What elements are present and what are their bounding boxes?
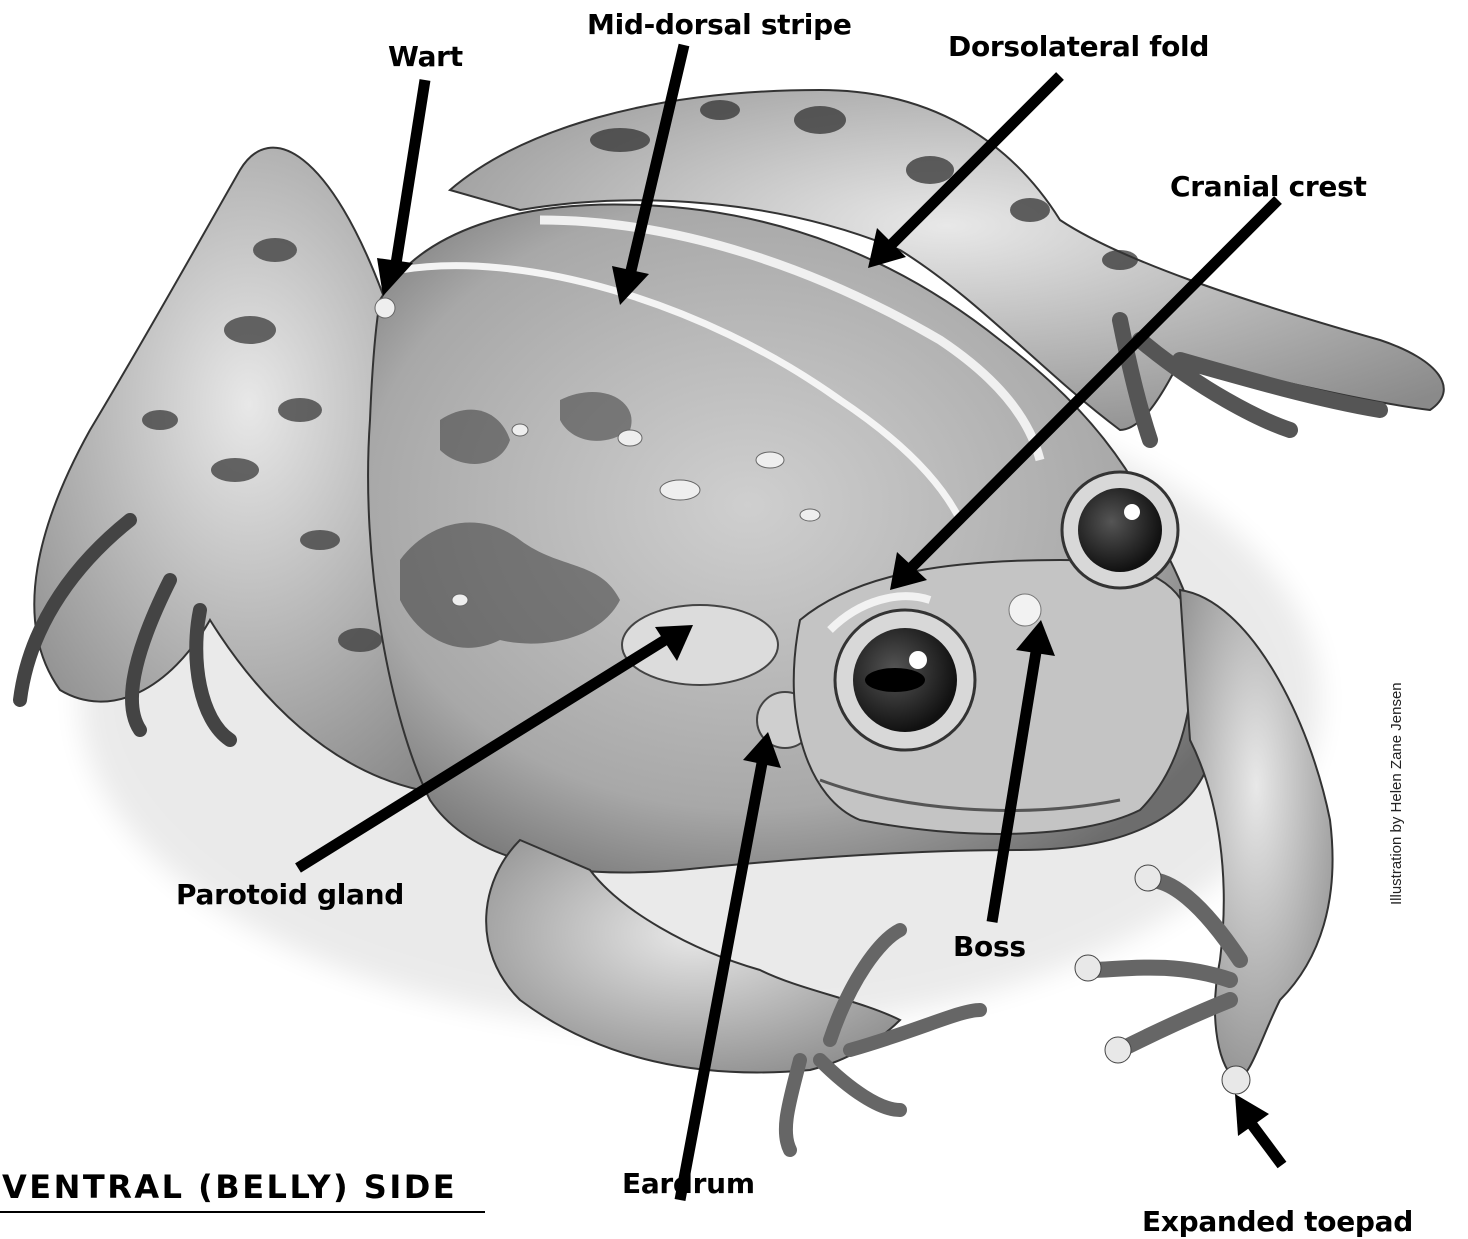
section-title-underline: [0, 1211, 485, 1213]
arrow-expanded-toepad: [1250, 1122, 1282, 1165]
label-eardrum: Eardrum: [622, 1167, 755, 1200]
arrow-wart: [395, 80, 425, 270]
label-mid-dorsal-stripe: Mid-dorsal stripe: [587, 8, 852, 41]
label-boss: Boss: [953, 930, 1026, 963]
parotoid-gland: [622, 605, 778, 685]
boss: [1009, 594, 1041, 626]
label-cranial-crest: Cranial crest: [1170, 170, 1367, 203]
label-expanded-toepad: Expanded toepad: [1142, 1205, 1413, 1238]
section-title: VENTRAL (BELLY) SIDE: [2, 1168, 457, 1206]
label-parotoid-gland: Parotoid gland: [176, 878, 404, 911]
expanded-toepad: [1222, 1066, 1250, 1094]
label-dorsolateral-fold: Dorsolateral fold: [948, 30, 1209, 63]
label-wart: Wart: [388, 40, 463, 73]
far-eye: [1062, 472, 1178, 588]
near-eye: [835, 610, 975, 750]
illustration-credit: Illustration by Helen Zane Jensen: [1388, 682, 1405, 905]
